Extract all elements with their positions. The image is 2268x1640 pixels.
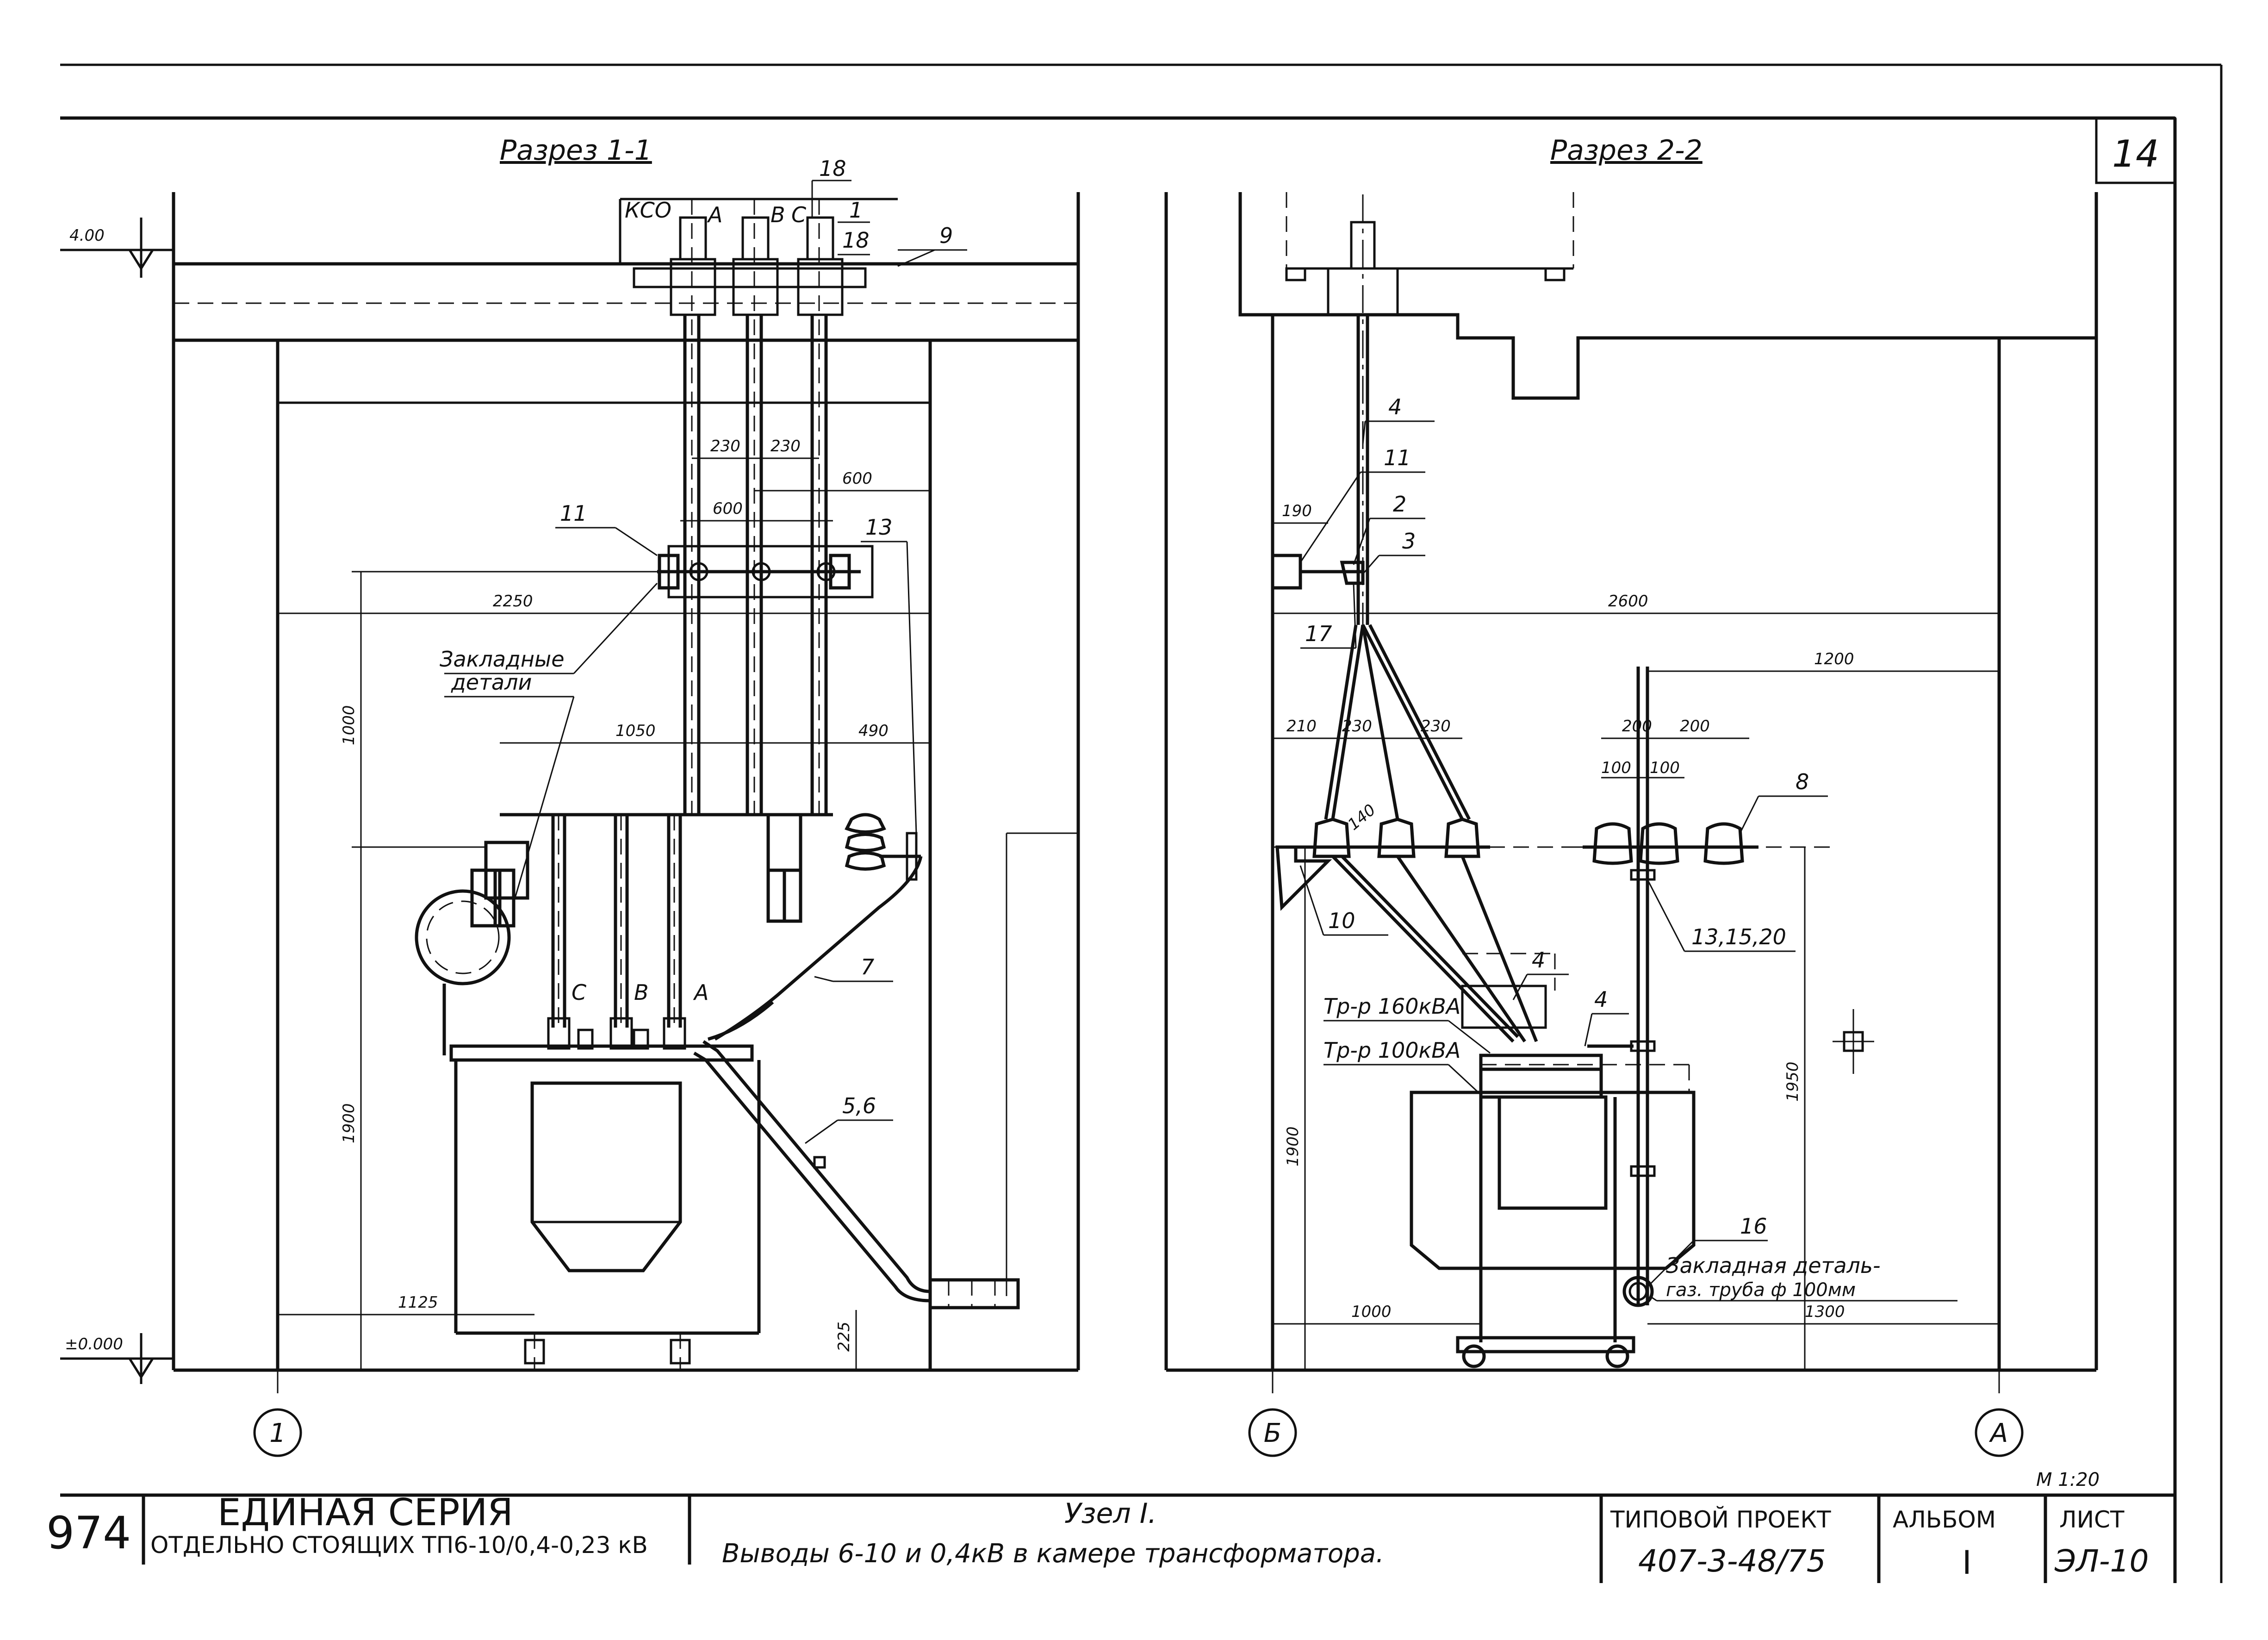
callout-8: 8 [1796, 769, 1809, 794]
dim-2250: 2250 [493, 592, 533, 611]
dim-1950: 1950 [1783, 1061, 1802, 1102]
dim-200-b: 200 [1680, 717, 1710, 736]
series-subtitle: ОТДЕЛЬНО СТОЯЩИХ ТП6-10/0,4-0,23 кВ [150, 1532, 648, 1559]
section-1-1-title: Разрез 1-1 [500, 134, 652, 167]
callout-16: 16 [1740, 1214, 1767, 1239]
dim-200-a: 200 [1622, 717, 1652, 736]
sheet-number: 14 [2112, 132, 2159, 175]
sheet-code: ЭЛ-10 [2054, 1543, 2149, 1579]
embedded-details-label-line1: Закладные [440, 647, 565, 672]
embedded-pipe-label-line1: Закладная деталь- [1666, 1253, 1881, 1278]
dim-230-b: 230 [1421, 717, 1451, 736]
dim-230-left: 230 [710, 437, 740, 455]
callout-18-top: 18 [819, 156, 846, 181]
callout-18-lower: 18 [842, 228, 870, 253]
title-code: 974 [46, 1507, 131, 1559]
axis-marker-a: А [1989, 1418, 2008, 1448]
phase-label-a-top: A [707, 202, 722, 227]
scale-label: М 1:20 [2036, 1469, 2100, 1490]
kso-label: КСО [625, 198, 671, 223]
callout-4-lower: 4 [1594, 987, 1608, 1012]
drawing-description: Выводы 6-10 и 0,4кВ в камере трансформат… [722, 1539, 1384, 1569]
dim-225: 225 [835, 1322, 853, 1352]
level-bottom: ±0.000 [65, 1335, 123, 1353]
section-2-2-title: Разрез 2-2 [1550, 134, 1703, 167]
callout-3: 3 [1402, 529, 1416, 554]
transformer-100-label: Тр-р 100кВА [1324, 1038, 1460, 1063]
transformer-160-label: Тр-р 160кВА [1324, 994, 1460, 1019]
album-number: I [1962, 1544, 1972, 1582]
dim-1300: 1300 [1805, 1303, 1845, 1321]
callout-1: 1 [849, 198, 863, 223]
callout-9: 9 [939, 223, 953, 248]
callout-13: 13 [865, 515, 893, 540]
dim-230-a: 230 [1342, 717, 1372, 736]
callout-10: 10 [1328, 908, 1355, 933]
title-block [142, 1495, 2047, 1583]
project-number: 407-3-48/75 [1638, 1543, 1826, 1579]
dim-1050: 1050 [615, 722, 656, 740]
dim-600-upper: 600 [842, 469, 872, 488]
callout-4-mid: 4 [1532, 948, 1545, 973]
dim-600-lower: 600 [713, 499, 743, 518]
dim-1000-left: 1000 [340, 705, 358, 745]
phase-label-c-top: C [791, 202, 806, 227]
phase-label-b-top: B [770, 202, 785, 227]
dim-1200: 1200 [1814, 650, 1854, 668]
callout-7: 7 [861, 954, 874, 979]
node-title: Узел I. [1064, 1497, 1157, 1530]
sheet-frame [60, 63, 2223, 1583]
dim-2600: 2600 [1608, 592, 1648, 611]
series-title: ЕДИНАЯ СЕРИЯ [217, 1491, 513, 1534]
dim-1125: 1125 [398, 1293, 438, 1312]
dim-230-right: 230 [770, 437, 801, 455]
dim-100-a: 100 [1601, 759, 1631, 777]
dim-1900-left: 1900 [340, 1103, 358, 1143]
callout-4-top: 4 [1388, 394, 1402, 419]
callout-5-6: 5,6 [842, 1093, 876, 1118]
project-label: ТИПОВОЙ ПРОЕКТ [1610, 1506, 1831, 1533]
phase-label-b-bottom: B [634, 980, 649, 1005]
section-2-2: Разрез 2-2 [1164, 134, 2098, 1457]
axis-marker-1: 1 [269, 1418, 286, 1448]
dim-210: 210 [1286, 717, 1317, 736]
axis-marker-b: Б [1264, 1418, 1281, 1448]
callout-2: 2 [1393, 492, 1406, 517]
embedded-pipe-label-line2: газ. труба ф 100мм [1666, 1279, 1856, 1301]
level-top: 4.00 [69, 226, 105, 245]
phase-label-a-bottom: A [693, 980, 708, 1005]
callout-11: 11 [560, 501, 587, 526]
section-1-1: Разрез 1-1 [60, 134, 1080, 1457]
sheet-label: ЛИСТ [2059, 1506, 2125, 1533]
phase-label-c-bottom: C [572, 980, 586, 1005]
album-label: АЛЬБОМ [1893, 1506, 1996, 1533]
dim-1000-right: 1000 [1351, 1303, 1392, 1321]
callout-13-15-20: 13,15,20 [1691, 924, 1786, 949]
dim-140: 140 [1344, 801, 1379, 834]
dim-100-b: 100 [1650, 759, 1680, 777]
callout-17: 17 [1305, 621, 1332, 646]
dim-490: 490 [858, 722, 889, 740]
dim-190: 190 [1282, 502, 1312, 520]
dim-1900-right: 1900 [1284, 1126, 1302, 1166]
callout-11-right: 11 [1384, 445, 1411, 470]
